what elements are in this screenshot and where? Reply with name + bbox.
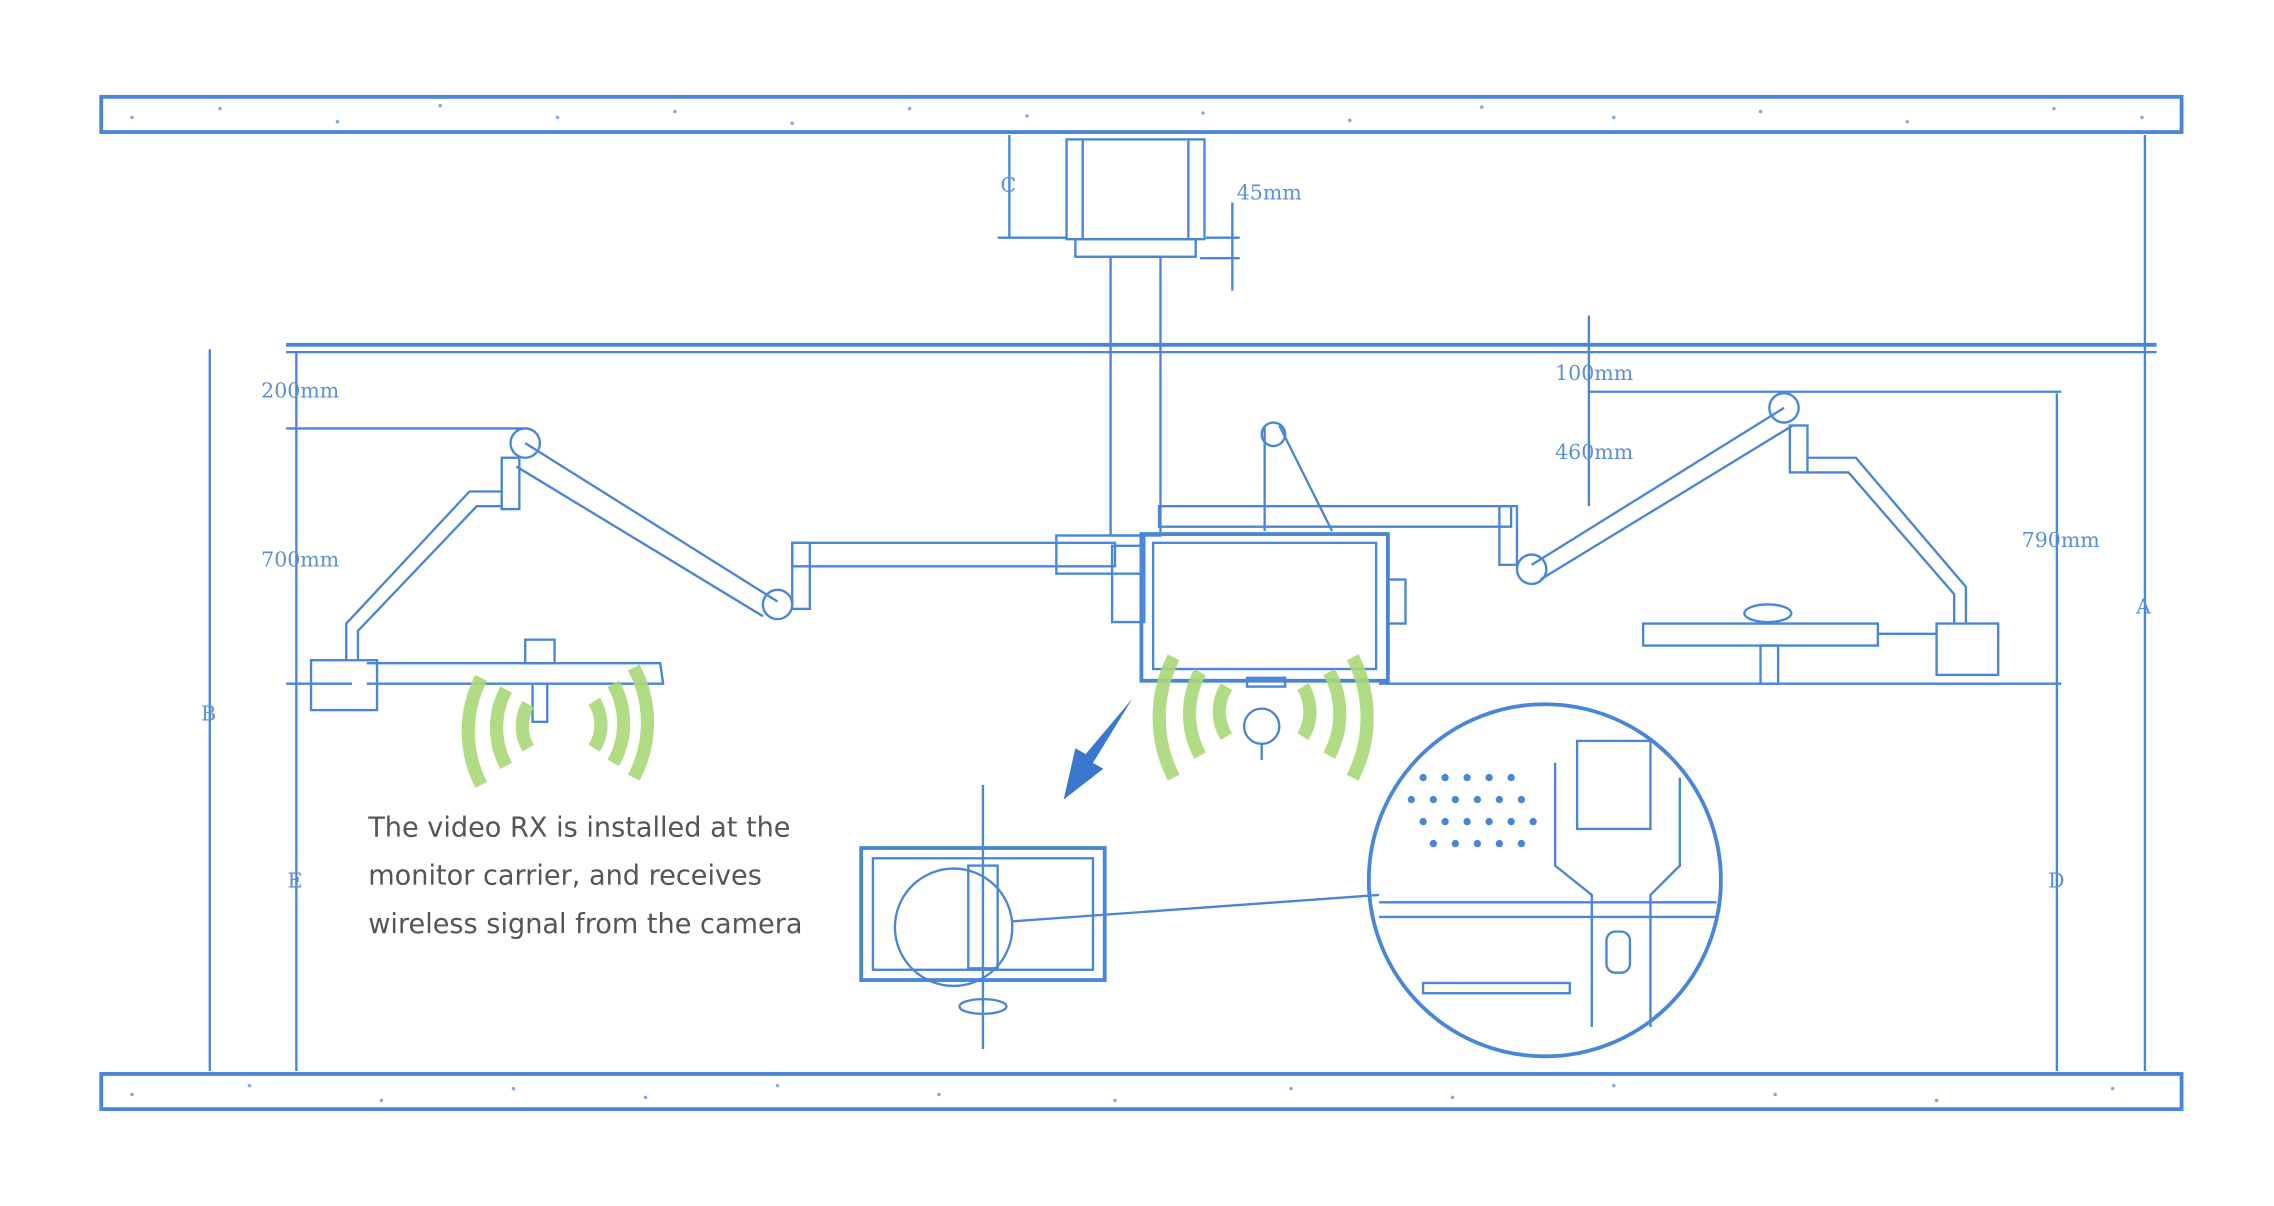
dim-460mm-label: 460mm [1555,440,1633,464]
right-light-arm [1498,392,2000,685]
detail-magnifier [1366,702,1723,1059]
left-light-arm [309,427,812,724]
dim-a-label: A [2135,594,2152,618]
arrow-icon [1063,698,1133,800]
central-arm [791,504,1513,575]
dim-200mm-label: 200mm [261,379,339,403]
wireless-signal-right-icon [1152,654,1374,781]
wireless-signal-left-icon [461,664,654,788]
dim-45mm-label: 45mm [1237,181,1302,205]
floor-slab [99,1072,2184,1112]
monitor-back-view [859,784,1380,1049]
ceiling-slab [99,94,2184,134]
caption-line-3: wireless signal from the camera [368,909,802,940]
caption-line-2: monitor carrier, and receives [368,861,762,892]
dim-790mm-label: 790mm [2022,528,2100,552]
dim-b-label: B [201,701,216,725]
ceiling-mount [1065,138,1206,537]
caption-line-1: The video RX is installed at the [367,812,790,843]
dim-d-label: D [2048,869,2064,893]
dim-e-label: E [288,869,303,893]
dimension-lines [208,134,2147,1072]
dim-700mm-label: 700mm [261,547,339,571]
dim-c-label: C [1001,173,1017,197]
dim-100mm-label: 100mm [1555,361,1633,385]
monitor [1110,421,1407,760]
